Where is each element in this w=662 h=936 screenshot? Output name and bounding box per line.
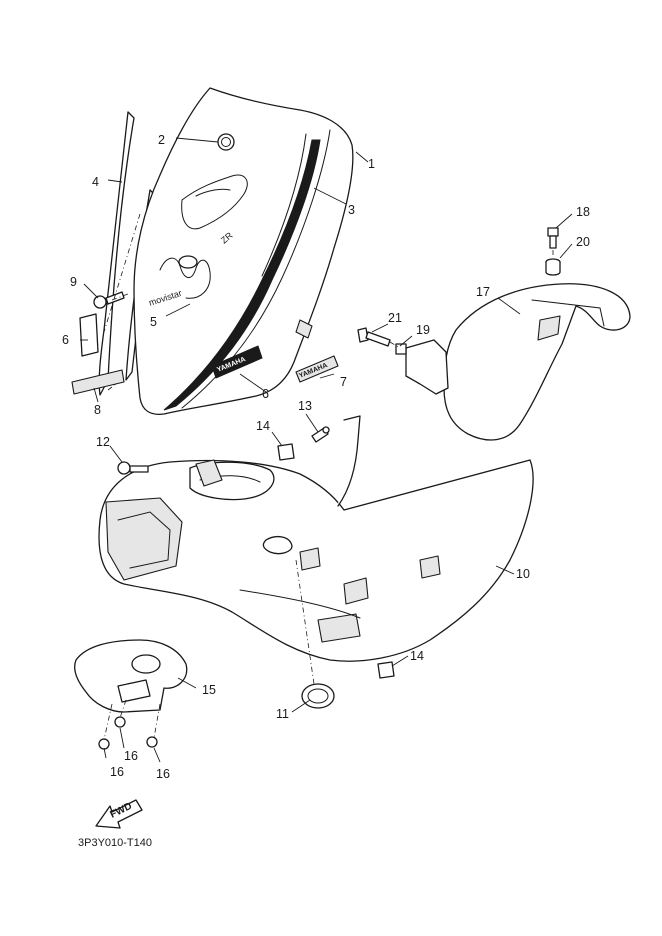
callout-16-right: 16 [156,767,170,781]
part-10-lower-cover [98,415,534,662]
callout-15: 15 [202,683,216,697]
callout-13: 13 [298,399,312,413]
callout-12: 12 [96,435,110,449]
callout-labels: 1 2 3 4 5 6 6 7 8 9 10 11 12 13 14 14 15… [62,133,590,781]
part-19-clamp [395,339,449,395]
dash-lines [103,213,554,741]
callout-8: 8 [94,403,101,417]
callout-6-left: 6 [62,333,69,347]
part-1-front-cover [133,87,354,416]
callout-16-left: 16 [110,765,124,779]
part-18-bolt [547,227,559,249]
callout-21: 21 [388,311,402,325]
part-21-bolt [357,327,391,347]
callout-1: 1 [368,157,375,171]
callout-10: 10 [516,567,530,581]
part-17-rear-bracket [443,283,631,441]
callout-7: 7 [340,375,347,389]
part-9-screw [93,291,125,309]
callout-19: 19 [416,323,430,337]
part-15-plate [74,639,188,713]
part-16-screws [98,716,158,750]
callout-6-cover: 6 [262,387,269,401]
part-2-emblem [217,133,235,151]
callout-16-middle: 16 [124,749,138,763]
callout-14-upper: 14 [256,419,270,433]
callout-20: 20 [576,235,590,249]
fwd-arrow-icon: FWD [95,799,143,829]
part-7-loose-decal: YAMAHA [295,355,339,383]
part-8-small-decal [71,369,125,395]
callout-18: 18 [576,205,590,219]
callout-4: 4 [92,175,99,189]
diagram-code: 3P3Y010-T140 [78,837,152,849]
callout-9: 9 [70,275,77,289]
leader-lines [80,137,573,763]
callout-2: 2 [158,133,165,147]
callout-5: 5 [150,315,157,329]
callout-11: 11 [276,707,289,721]
part-11-grommet [301,683,335,709]
callout-17: 17 [476,285,490,299]
part-14-clip-lower [377,661,395,679]
part-6-loose-decal [79,313,99,357]
part-12-screw [117,461,149,475]
callout-3: 3 [348,203,355,217]
part-14-clip-upper [277,443,295,461]
part-13-screw [311,426,330,443]
part-20-collar [545,258,561,276]
callout-14-lower: 14 [410,649,424,663]
